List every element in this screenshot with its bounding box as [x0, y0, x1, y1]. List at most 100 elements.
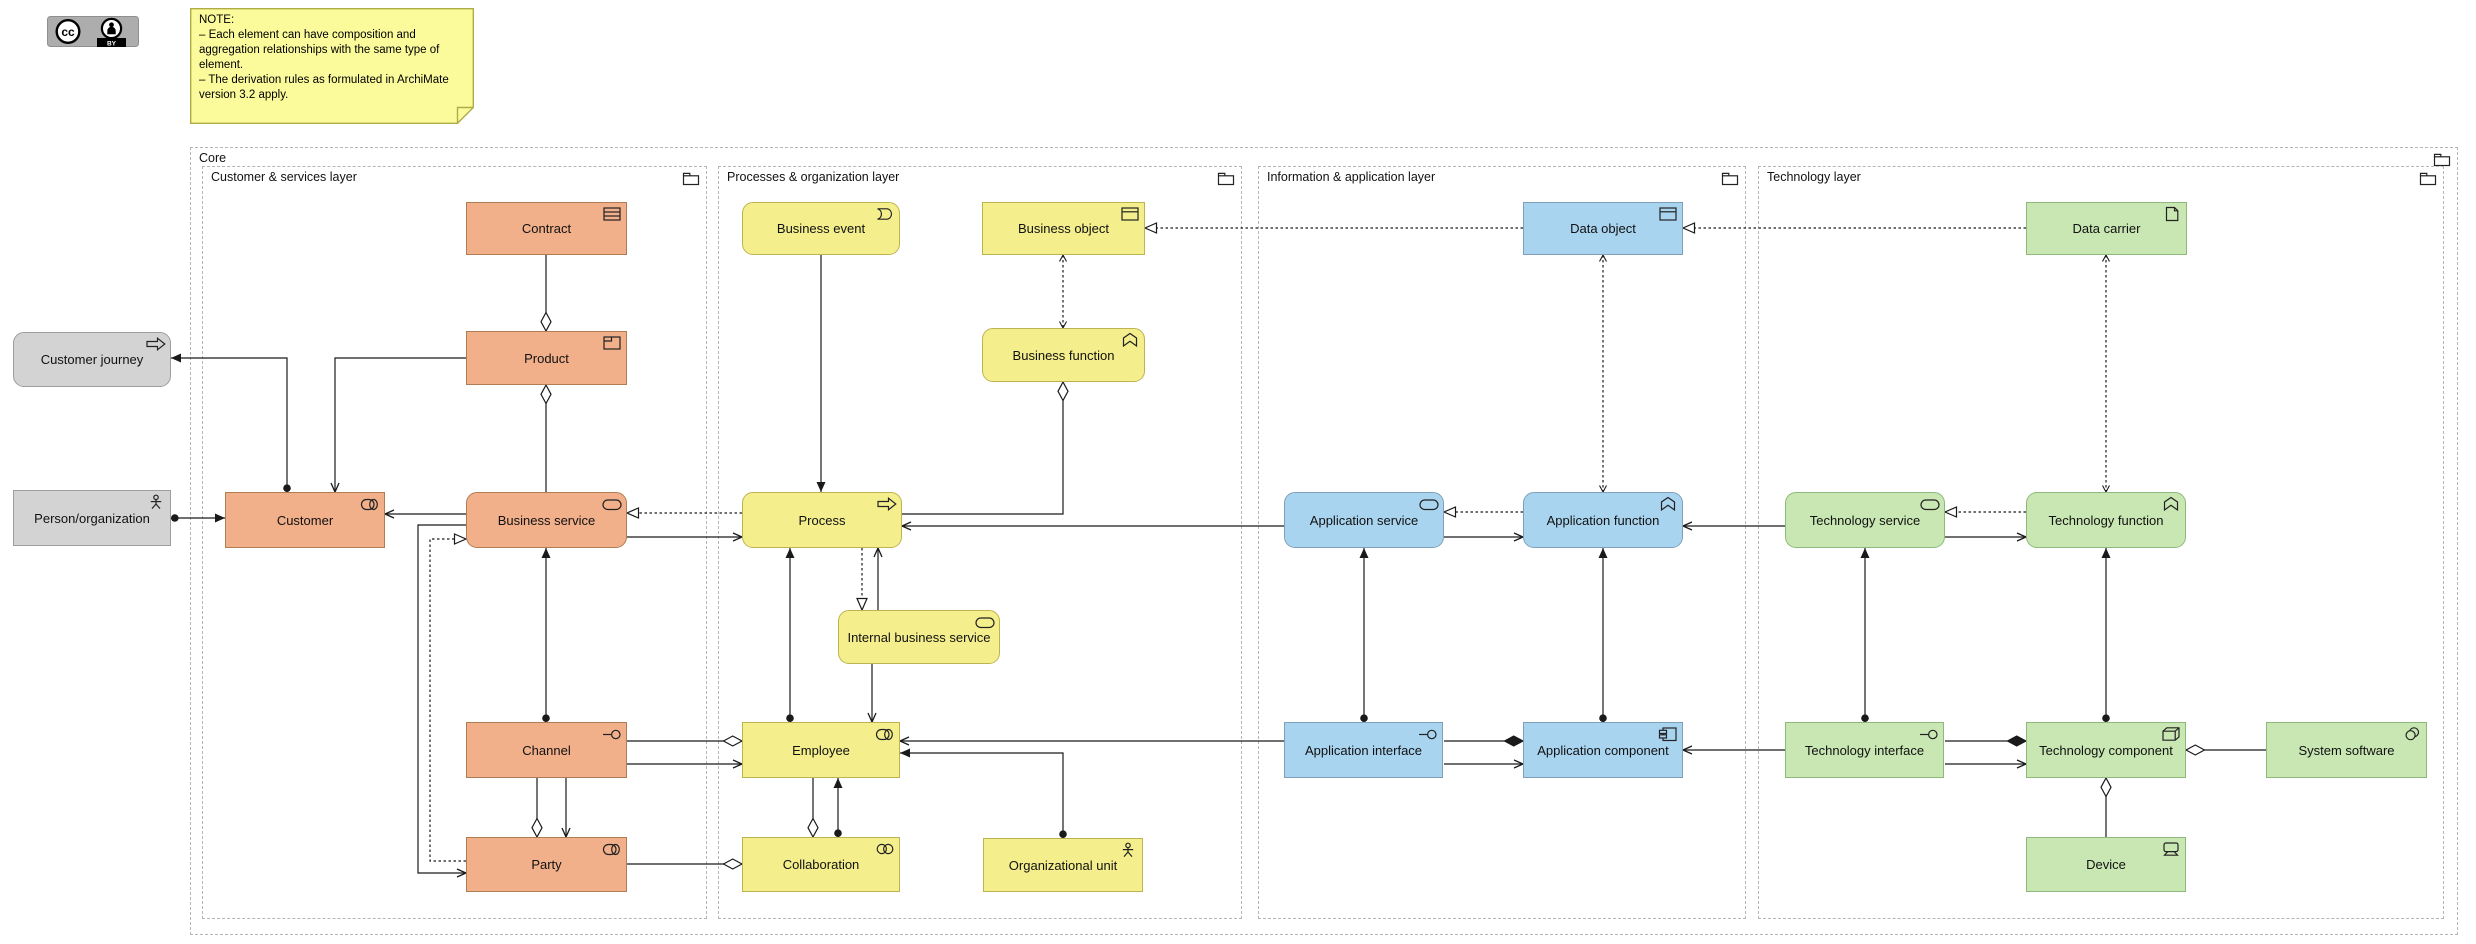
node-process[interactable]: Process [742, 492, 902, 548]
interface-icon [1920, 729, 1938, 740]
node-data-object[interactable]: Data object [1523, 202, 1683, 255]
node-business-event[interactable]: Business event [742, 202, 900, 255]
node-internal-business-service[interactable]: Internal business service [838, 610, 1000, 664]
node-customer[interactable]: Customer [225, 492, 385, 548]
service-icon [975, 617, 995, 629]
badge-by-plate [97, 38, 126, 47]
node-product[interactable]: Product [466, 331, 627, 385]
node-employee[interactable]: Employee [742, 722, 900, 778]
note-fold-corner [456, 106, 474, 124]
node-data-carrier[interactable]: Data carrier [2026, 202, 2187, 255]
role-icon [602, 843, 620, 856]
cc-by-badge[interactable]: cc BY [47, 16, 139, 47]
folder-icon [1217, 172, 1235, 186]
node-system-software[interactable]: System software [2266, 722, 2427, 778]
edge-business-service-party-serving[interactable] [417, 524, 468, 878]
node-label: Product [524, 350, 569, 366]
node-label: Party [531, 857, 562, 872]
node-label: Application service [1309, 512, 1419, 528]
group-information-application-layer[interactable]: Information & application layer [1258, 166, 1746, 919]
folder-icon [2419, 172, 2437, 186]
node-label: Technology function [2048, 512, 2164, 528]
interface-icon [1419, 729, 1437, 740]
node-application-interface[interactable]: Application interface [1284, 722, 1443, 778]
node-label: Business service [497, 512, 596, 528]
edge-organizational-unit-employee-assignment[interactable] [900, 748, 1067, 838]
node-label: Data object [1570, 221, 1636, 236]
node-label: Organizational unit [1008, 857, 1118, 873]
interface-icon [603, 729, 621, 740]
artifact-icon [2165, 206, 2179, 222]
node-label: Contract [521, 221, 572, 236]
node-organizational-unit[interactable]: Organizational unit [983, 838, 1143, 892]
node-label: Application component [1537, 742, 1669, 758]
group-technology-layer[interactable]: Technology layer [1758, 166, 2444, 919]
node-business-object[interactable]: Business object [982, 202, 1145, 255]
node-label: Technology service [1809, 512, 1921, 528]
node-technology-service[interactable]: Technology service [1785, 492, 1945, 548]
node-business-service[interactable]: Business service [466, 492, 627, 548]
person-head [109, 22, 114, 28]
note-background [190, 8, 474, 124]
service-icon [1419, 499, 1439, 511]
cc-label: cc [61, 25, 75, 39]
function-icon [1660, 496, 1676, 512]
edge-product-customer-serving[interactable] [330, 357, 466, 494]
node-application-function[interactable]: Application function [1523, 492, 1683, 548]
node-business-function[interactable]: Business function [982, 328, 1145, 382]
node-collaboration[interactable]: Collaboration [742, 837, 900, 892]
node-party[interactable]: Party [466, 837, 627, 892]
node-label: Internal business service [847, 629, 991, 645]
node-technology-function[interactable]: Technology function [2026, 492, 2186, 548]
event-icon [877, 208, 893, 220]
node-label: Business function [1012, 347, 1115, 363]
node-label: Process [798, 512, 846, 528]
node-label: Technology component [2039, 742, 2173, 758]
edge-party-business-service-realization[interactable] [429, 533, 468, 862]
node-device[interactable]: Device [2026, 837, 2186, 892]
product-icon [603, 336, 621, 350]
person-body [107, 26, 116, 35]
node-contract[interactable]: Contract [466, 202, 627, 255]
journey-icon [146, 336, 166, 352]
by-label: BY [107, 41, 117, 47]
node-label: Device [2086, 857, 2126, 872]
node-label: Business event [776, 221, 866, 236]
node-label: System software [2298, 742, 2395, 758]
group-label-customer-services-layer: Customer & services layer [211, 170, 357, 184]
cc-icon [55, 18, 81, 45]
node-application-service[interactable]: Application service [1284, 492, 1444, 548]
node-technology-interface[interactable]: Technology interface [1785, 722, 1944, 778]
node-customer-journey[interactable]: Customer journey [13, 332, 171, 387]
node-label: Customer [276, 512, 334, 528]
process-icon [877, 496, 897, 512]
object-icon [1659, 207, 1677, 221]
component-icon [1658, 727, 1677, 742]
note[interactable]: NOTE: – Each element can have compositio… [190, 8, 474, 124]
node-label: Employee [792, 742, 850, 758]
group-customer-services-layer[interactable]: Customer & services layer [202, 166, 707, 919]
collaboration-icon [876, 843, 894, 855]
group-core[interactable]: Core [190, 147, 2458, 935]
node-label: Customer journey [40, 352, 144, 367]
node-label: Collaboration [782, 857, 860, 872]
edge-business-function-process-aggregation[interactable] [902, 382, 1063, 515]
folder-icon [682, 172, 700, 186]
node-channel[interactable]: Channel [466, 722, 627, 778]
node-technology-component[interactable]: Technology component [2026, 722, 2186, 778]
node-label: Person/organization [34, 510, 150, 526]
function-icon [1122, 332, 1138, 348]
folder-icon [1721, 172, 1739, 186]
node-person-organization[interactable]: Person/organization [13, 490, 171, 546]
object-icon [1121, 207, 1139, 221]
edge-customer-customer-journey-assignment[interactable] [171, 353, 291, 492]
group-processes-organization-layer[interactable]: Processes & organization layer [718, 166, 1242, 919]
actor-icon [1122, 842, 1134, 857]
service-icon [1920, 499, 1940, 511]
node-application-component[interactable]: Application component [1523, 722, 1683, 778]
role-icon [360, 498, 378, 511]
folder-icon [2433, 153, 2451, 167]
node-label: Business object [1017, 221, 1110, 236]
note-text: NOTE: – Each element can have compositio… [199, 14, 449, 101]
